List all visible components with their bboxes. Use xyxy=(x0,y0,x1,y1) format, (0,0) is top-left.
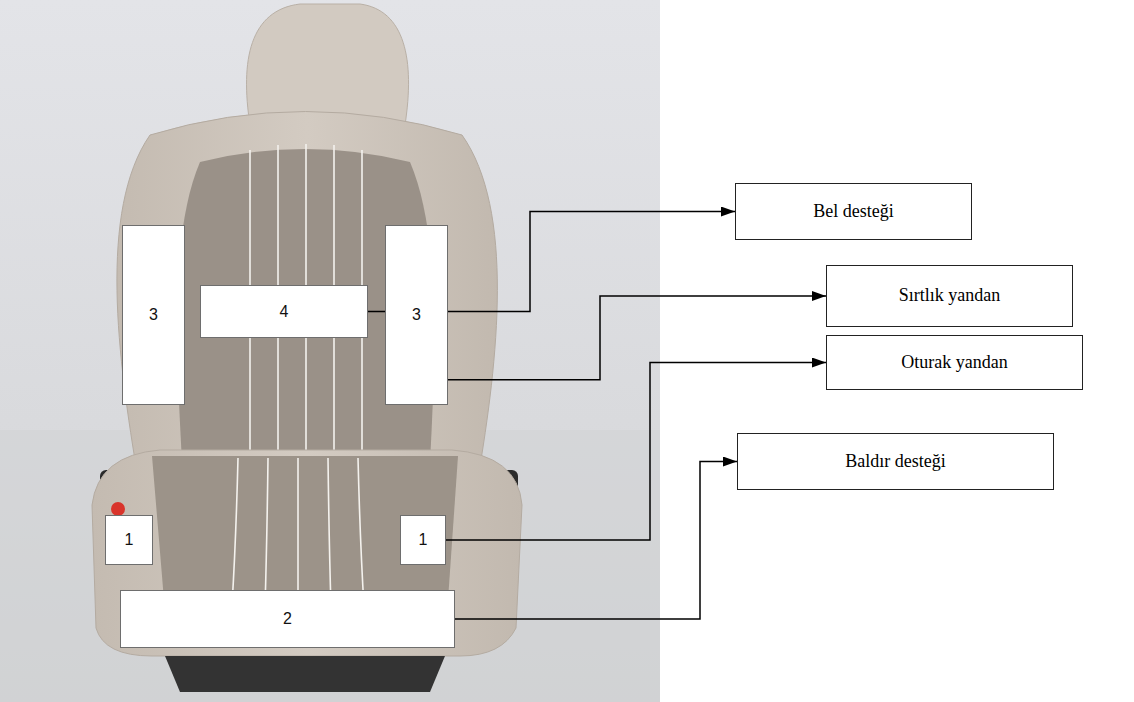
cushion-centre-panel xyxy=(152,456,458,607)
backrest xyxy=(117,112,497,479)
part-label: Sırtlık yandan xyxy=(899,285,1001,307)
label-box: Bel desteği xyxy=(735,183,972,240)
callout-number: 1 xyxy=(125,530,134,549)
callout-number: 1 xyxy=(419,530,428,549)
callout-number: 3 xyxy=(412,305,421,324)
callout-number: 2 xyxy=(283,609,292,628)
headrest xyxy=(247,4,409,125)
cushion-pinstripes xyxy=(232,458,364,608)
floor xyxy=(0,430,660,702)
part-label: Baldır desteği xyxy=(845,451,945,473)
callout-box: 2 xyxy=(120,590,455,648)
photo-background xyxy=(0,0,660,702)
part-label: Oturak yandan xyxy=(901,352,1007,374)
callout-number: 4 xyxy=(280,302,289,321)
adjust-knob xyxy=(111,502,125,516)
seat-base xyxy=(165,656,445,692)
callout-box: 4 xyxy=(200,285,368,338)
callout-box: 3 xyxy=(122,225,185,405)
label-box: Oturak yandan xyxy=(826,335,1083,390)
seat-cushion xyxy=(92,450,522,656)
callout-box: 3 xyxy=(385,225,448,405)
leader-arrow xyxy=(455,462,737,620)
part-label: Bel desteği xyxy=(813,201,893,223)
callout-number: 3 xyxy=(149,305,158,324)
callout-box: 1 xyxy=(105,515,153,565)
leader-arrow xyxy=(448,296,826,380)
label-box: Sırtlık yandan xyxy=(826,265,1073,327)
callout-box: 1 xyxy=(400,515,446,565)
label-box: Baldır desteği xyxy=(737,433,1054,490)
